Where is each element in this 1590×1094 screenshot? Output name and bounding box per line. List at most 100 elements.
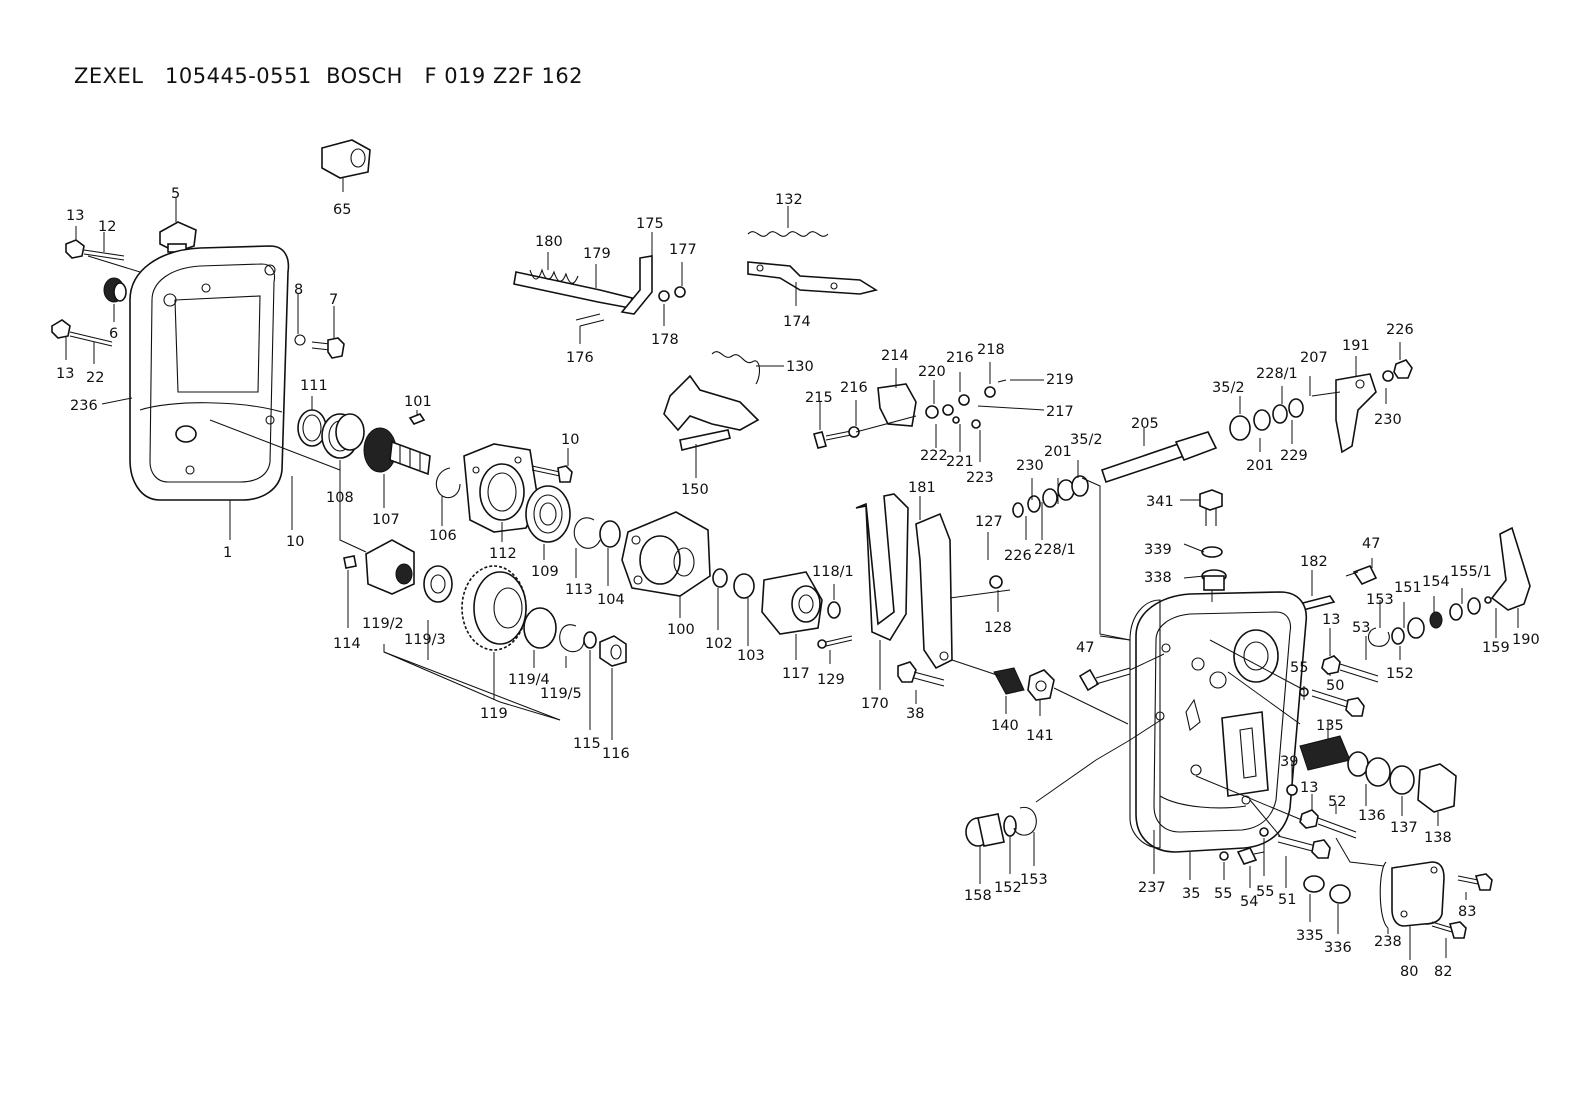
part-223-shape: [971, 419, 981, 429]
callout-119-3: 119/3: [404, 632, 446, 648]
part-176-screw-shape: [575, 313, 605, 327]
part-136b-ring-shape: [1365, 757, 1391, 787]
part-102-washer-shape: [712, 568, 728, 588]
callout-65: 65: [333, 202, 351, 218]
callout-103: 103: [737, 648, 765, 664]
callout-150: 150: [681, 482, 709, 498]
callout-106: 106: [429, 528, 457, 544]
callout-182: 182: [1300, 554, 1328, 570]
callout-100: 100: [667, 622, 695, 638]
part-7-bolt-shape: [294, 334, 345, 359]
callout-107: 107: [372, 512, 400, 528]
part-201-ring-group-a: [1012, 475, 1089, 518]
part-22-bolt-shape: [51, 319, 113, 347]
part-191-lever-shape: [1335, 373, 1377, 454]
part-336-shape: [1329, 884, 1351, 904]
part-51-screw-shape: [1277, 835, 1331, 859]
callout-230b: 230: [1374, 412, 1402, 428]
part-1-cover-shape: [129, 245, 290, 501]
callout-226a: 226: [1004, 548, 1032, 564]
part-170-lever-shape: [855, 493, 909, 642]
callout-115: 115: [573, 736, 601, 752]
callout-8: 8: [294, 282, 303, 298]
callout-51: 51: [1278, 892, 1296, 908]
part-12-bolt-shape: [65, 239, 125, 261]
part-116-nut-shape: [599, 635, 627, 667]
callout-54: 54: [1240, 894, 1258, 910]
part-109-bearing-shape: [525, 485, 571, 543]
part-153-clip-b-shape: [1013, 806, 1037, 836]
part-108-bearing-shape: [321, 413, 365, 459]
callout-6: 6: [109, 326, 118, 342]
callout-339: 339: [1144, 542, 1172, 558]
part-216-washer-a-shape: [848, 426, 860, 438]
callout-136: 136: [1358, 808, 1386, 824]
part-237-gasket-shape: [1129, 599, 1161, 849]
callout-104: 104: [597, 592, 625, 608]
callout-114: 114: [333, 636, 361, 652]
callout-13b: 13: [56, 366, 74, 382]
part-230-washer-shape: [1382, 370, 1394, 382]
part-103-bushing-shape: [733, 573, 755, 599]
part-5-shape: [159, 221, 197, 253]
callout-128: 128: [984, 620, 1012, 636]
part-35-housing-shape: [1135, 591, 1308, 853]
callout-10b: 10: [561, 432, 579, 448]
part-83-screw-shape: [1457, 873, 1493, 891]
callout-35-2b: 35/2: [1212, 380, 1245, 396]
callout-154: 154: [1422, 574, 1450, 590]
part-drawings: [51, 139, 1531, 939]
callout-55b: 55: [1214, 886, 1232, 902]
part-152-ring-a-shape: [1391, 627, 1405, 645]
part-82-screw-shape: [1431, 921, 1467, 939]
callout-5: 5: [171, 186, 180, 202]
callout-47b: 47: [1362, 536, 1380, 552]
callout-176: 176: [566, 350, 594, 366]
part-338-fitting-shape: [1201, 569, 1227, 591]
callout-336: 336: [1324, 940, 1352, 956]
callout-83: 83: [1458, 904, 1476, 920]
part-216-washer-b-shape: [942, 404, 954, 416]
callout-170: 170: [861, 696, 889, 712]
part-38-bolt-shape: [897, 661, 945, 687]
callout-174: 174: [783, 314, 811, 330]
callout-138: 138: [1424, 830, 1452, 846]
part-155-1-shape: [1449, 603, 1463, 621]
callout-201a: 201: [1044, 444, 1072, 460]
part-226-nut-shape: [1393, 359, 1413, 379]
callout-labels: 65 5 13 12 8 7 6 13 22 236 1 10 111 108 …: [56, 186, 1540, 980]
part-132-spring-shape: [747, 231, 829, 237]
callout-10a: 10: [286, 534, 304, 550]
callout-22: 22: [86, 370, 104, 386]
part-190-lever-shape: [1490, 526, 1531, 611]
callout-119-2: 119/2: [362, 616, 404, 632]
part-341-bolt-shape: [1199, 489, 1223, 526]
callout-129: 129: [817, 672, 845, 688]
callout-38: 38: [906, 706, 924, 722]
part-115-washer-shape: [583, 631, 597, 649]
part-112-flange-shape: [463, 443, 539, 533]
callout-82: 82: [1434, 964, 1452, 980]
part-175-lever-shape: [620, 255, 653, 315]
callout-221: 221: [946, 454, 974, 470]
callout-229: 229: [1280, 448, 1308, 464]
part-55-washer-c-shape: [1259, 827, 1269, 837]
part-100-governor-shape: [621, 511, 711, 597]
callout-112: 112: [489, 546, 517, 562]
callout-151: 151: [1394, 580, 1422, 596]
callout-215: 215: [805, 390, 833, 406]
callout-35-2a: 35/2: [1070, 432, 1103, 448]
part-80-plate-shape: [1391, 861, 1445, 927]
part-180-shaft-shape: [513, 268, 633, 309]
part-218-nut-shape: [984, 386, 996, 398]
callout-238: 238: [1374, 934, 1402, 950]
part-119-4-ring-shape: [523, 607, 557, 649]
callout-207: 207: [1300, 350, 1328, 366]
part-154-shape: [1429, 611, 1443, 629]
part-119-3-shape: [423, 565, 453, 603]
callout-13d: 13: [1300, 780, 1318, 796]
callout-335: 335: [1296, 928, 1324, 944]
callout-237: 237: [1138, 880, 1166, 896]
part-54-screw-shape: [1236, 847, 1265, 865]
callout-108: 108: [326, 490, 354, 506]
